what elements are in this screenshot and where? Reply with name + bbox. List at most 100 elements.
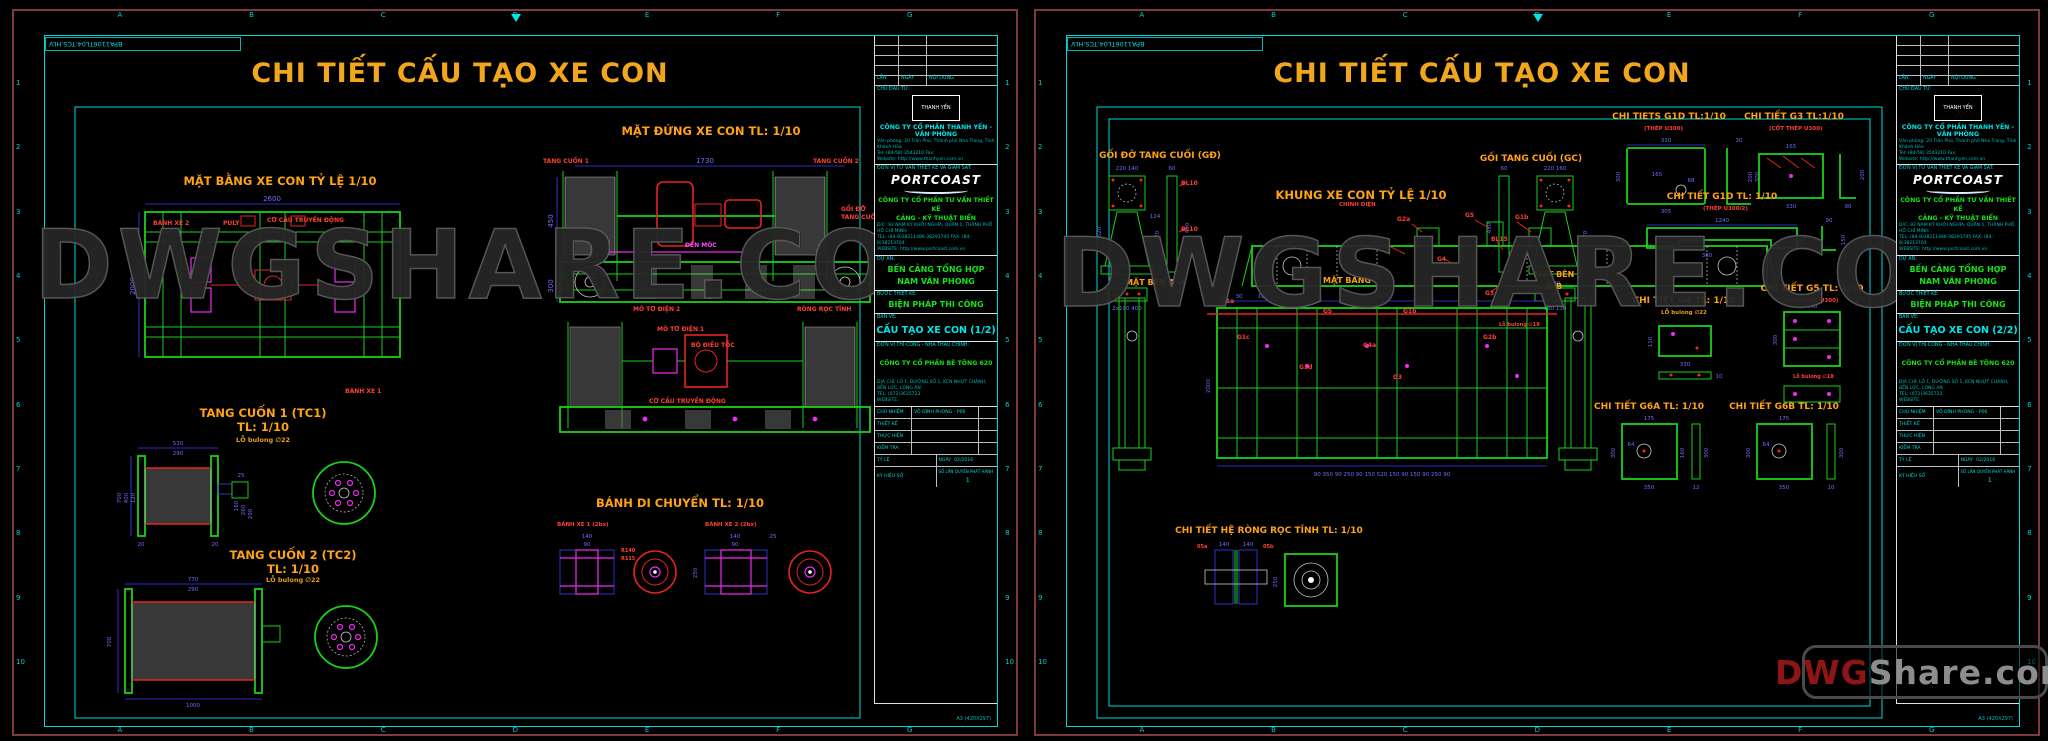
dim-label: 400 bbox=[124, 492, 130, 503]
ruler-mark: 6 bbox=[1005, 400, 1010, 409]
dim-label: 300 bbox=[1775, 262, 1781, 273]
dim-label: 350 bbox=[1644, 485, 1655, 491]
g6b-label: CHI TIẾT G6B TL: 1/10 bbox=[1729, 402, 1839, 412]
portcoast-wave-icon bbox=[1926, 187, 1990, 195]
callout: BÁNH XE 1 (2bx) bbox=[557, 522, 609, 528]
dim-label: 130 130 bbox=[1544, 306, 1567, 312]
dim-label: 260 bbox=[241, 504, 247, 515]
callout: TANG CUỐN bbox=[841, 214, 881, 221]
ruler-mark: 1 bbox=[16, 79, 21, 88]
ruler-mark: 1 bbox=[1038, 79, 1043, 88]
dim-label: 2000 bbox=[129, 277, 137, 295]
dim-label: 200 bbox=[1860, 169, 1866, 180]
dwgshare-logo-dwg: DWG bbox=[1774, 652, 1869, 692]
wheel-details: 140 90 140 90 25 250 bbox=[559, 534, 832, 595]
stage-name: BIỆN PHÁP THI CÔNG bbox=[1910, 299, 2006, 309]
owner-logo: THANH YẾN bbox=[1934, 95, 1982, 121]
callout: G4 bbox=[1437, 256, 1447, 263]
ruler-mark: 8 bbox=[16, 529, 21, 538]
ruler-mark: G bbox=[1929, 726, 1935, 734]
drum2-view: 770 290 1000 700 bbox=[107, 577, 378, 709]
ruler-mark: 6 bbox=[1038, 400, 1043, 409]
callout: MÔ TƠ ĐIỆN 1 bbox=[657, 326, 705, 333]
g4-detail: 110 330 10 bbox=[1648, 325, 1723, 380]
file-stamp: BPA1106TL04.TCS.HLV bbox=[45, 37, 241, 51]
dim-label: 440 bbox=[1807, 304, 1818, 310]
callout: 05b bbox=[1263, 544, 1274, 550]
page-title: CHI TIẾT CẤU TẠO XE CON bbox=[1273, 58, 1691, 89]
dim-label: 12 bbox=[1693, 485, 1700, 491]
dim-label: 120 bbox=[131, 492, 137, 503]
ruler-mark: 3 bbox=[1005, 207, 1010, 216]
dim-label: 305 bbox=[1661, 209, 1672, 215]
callout: BL10 bbox=[1181, 226, 1198, 233]
dim-label: 30 bbox=[1736, 138, 1743, 144]
file-stamp: BPA1106TL04.TCS.HLV bbox=[1067, 37, 1263, 51]
portcoast-logo: PORTCOAST bbox=[1912, 173, 2003, 188]
dim-label: 140 bbox=[1243, 542, 1254, 548]
stage-cell: BƯỚC THIẾT KẾ: BIỆN PHÁP THI CÔNG bbox=[1897, 291, 2019, 314]
dim-label: 700 bbox=[107, 636, 113, 647]
signature-row: THIẾT KẾ bbox=[875, 418, 997, 431]
ruler-mark: B bbox=[1271, 726, 1276, 734]
ruler-mark: D bbox=[1534, 726, 1540, 734]
drum2-label: TANG CUỐN 2 (TC2) bbox=[229, 548, 357, 562]
callout: BL10 bbox=[1181, 180, 1198, 187]
dim-label: 64 bbox=[1628, 442, 1635, 448]
ruler-mark: E bbox=[644, 726, 650, 734]
signature-row: KIỂM TRA bbox=[875, 442, 997, 455]
wheel-label: BÁNH DI CHUYỂN TL: 1/10 bbox=[596, 496, 764, 510]
ruler-mark: 5 bbox=[16, 336, 21, 345]
owner-address: Văn phòng: 20 Trần Phú, Thành phố Nha Tr… bbox=[877, 139, 995, 162]
g6a-detail: 64 175 300 350 160 300 12 bbox=[1611, 416, 1710, 491]
top-center-marker-icon bbox=[1532, 14, 1543, 22]
khung-beam-view: 300 30 100 bbox=[1236, 219, 1781, 300]
dim-label: 160 bbox=[1680, 447, 1686, 458]
ruler-mark: E bbox=[1666, 726, 1672, 734]
ruler-mark: G bbox=[1929, 11, 1935, 19]
dim-label: 500 bbox=[1122, 281, 1133, 287]
project-cell: DỰ ÁN: BẾN CẢNG TỔNG HỢP NAM VÂN PHONG bbox=[1897, 256, 2019, 291]
ruler-mark: B bbox=[249, 726, 254, 734]
contractor-name: CÔNG TY CỔ PHẦN BÊ TÔNG 620 bbox=[1901, 359, 2015, 367]
g3-detail: 165 200 330 200 90 bbox=[1748, 144, 1866, 210]
callout: G5 bbox=[1465, 212, 1475, 219]
ruler-mark: E bbox=[644, 11, 650, 19]
callout: BÁNH XE 1 bbox=[345, 388, 382, 395]
plan-label: MẶT BẰNG bbox=[1323, 276, 1371, 285]
callout: PULY bbox=[223, 220, 240, 227]
callout: BL15 bbox=[1491, 236, 1508, 243]
ruler-mark: 1 bbox=[2027, 79, 2032, 88]
section-aa-view bbox=[1112, 297, 1152, 471]
ruler-mark: 3 bbox=[16, 207, 21, 216]
plan-view: 2600 2000 bbox=[129, 195, 401, 358]
dim-label: 250 bbox=[693, 567, 699, 578]
dim-label: 290 bbox=[248, 508, 254, 519]
dim-label: 90 bbox=[1826, 218, 1833, 224]
gc-label: GỐI TANG CUỐI (GC) bbox=[1479, 154, 1583, 164]
drawing-name-cell: BẢN VẼ: CẤU TẠO XE CON (2/2) bbox=[1897, 314, 2019, 342]
consultant-address: Đ/C: 92 NAM KỲ KHỞI NGHĨA, QUẬN 1, THÀNH… bbox=[1899, 223, 2015, 252]
dim-label: 350 bbox=[1779, 485, 1790, 491]
ruler-mark: 6 bbox=[16, 400, 21, 409]
section-bb-label2: B–B bbox=[1545, 282, 1563, 291]
dim-label: 330 bbox=[1680, 362, 1691, 368]
callout: BÁNH XE 2 bbox=[153, 220, 190, 227]
stage-name: BIỆN PHÁP THI CÔNG bbox=[888, 299, 984, 309]
ruler-mark: 7 bbox=[16, 464, 21, 473]
dim-label: 20 bbox=[212, 542, 219, 548]
rev-col-noidung: NỘI DUNG bbox=[929, 76, 954, 81]
revision-row bbox=[875, 46, 997, 56]
callout: Lỗ bulong ∅18 bbox=[1499, 322, 1540, 328]
callout: G1c bbox=[1237, 334, 1250, 341]
g1d-b-label: CHI TIẾT G1D TL: 1/10 bbox=[1666, 192, 1778, 202]
ruler-mark: C bbox=[1402, 726, 1408, 734]
callout: G4a bbox=[1363, 342, 1377, 349]
dim-label: 290 bbox=[188, 587, 199, 593]
callout: G2b bbox=[1483, 334, 1497, 341]
revision-row bbox=[1897, 66, 2019, 76]
dim-label: 60 bbox=[1169, 166, 1176, 172]
